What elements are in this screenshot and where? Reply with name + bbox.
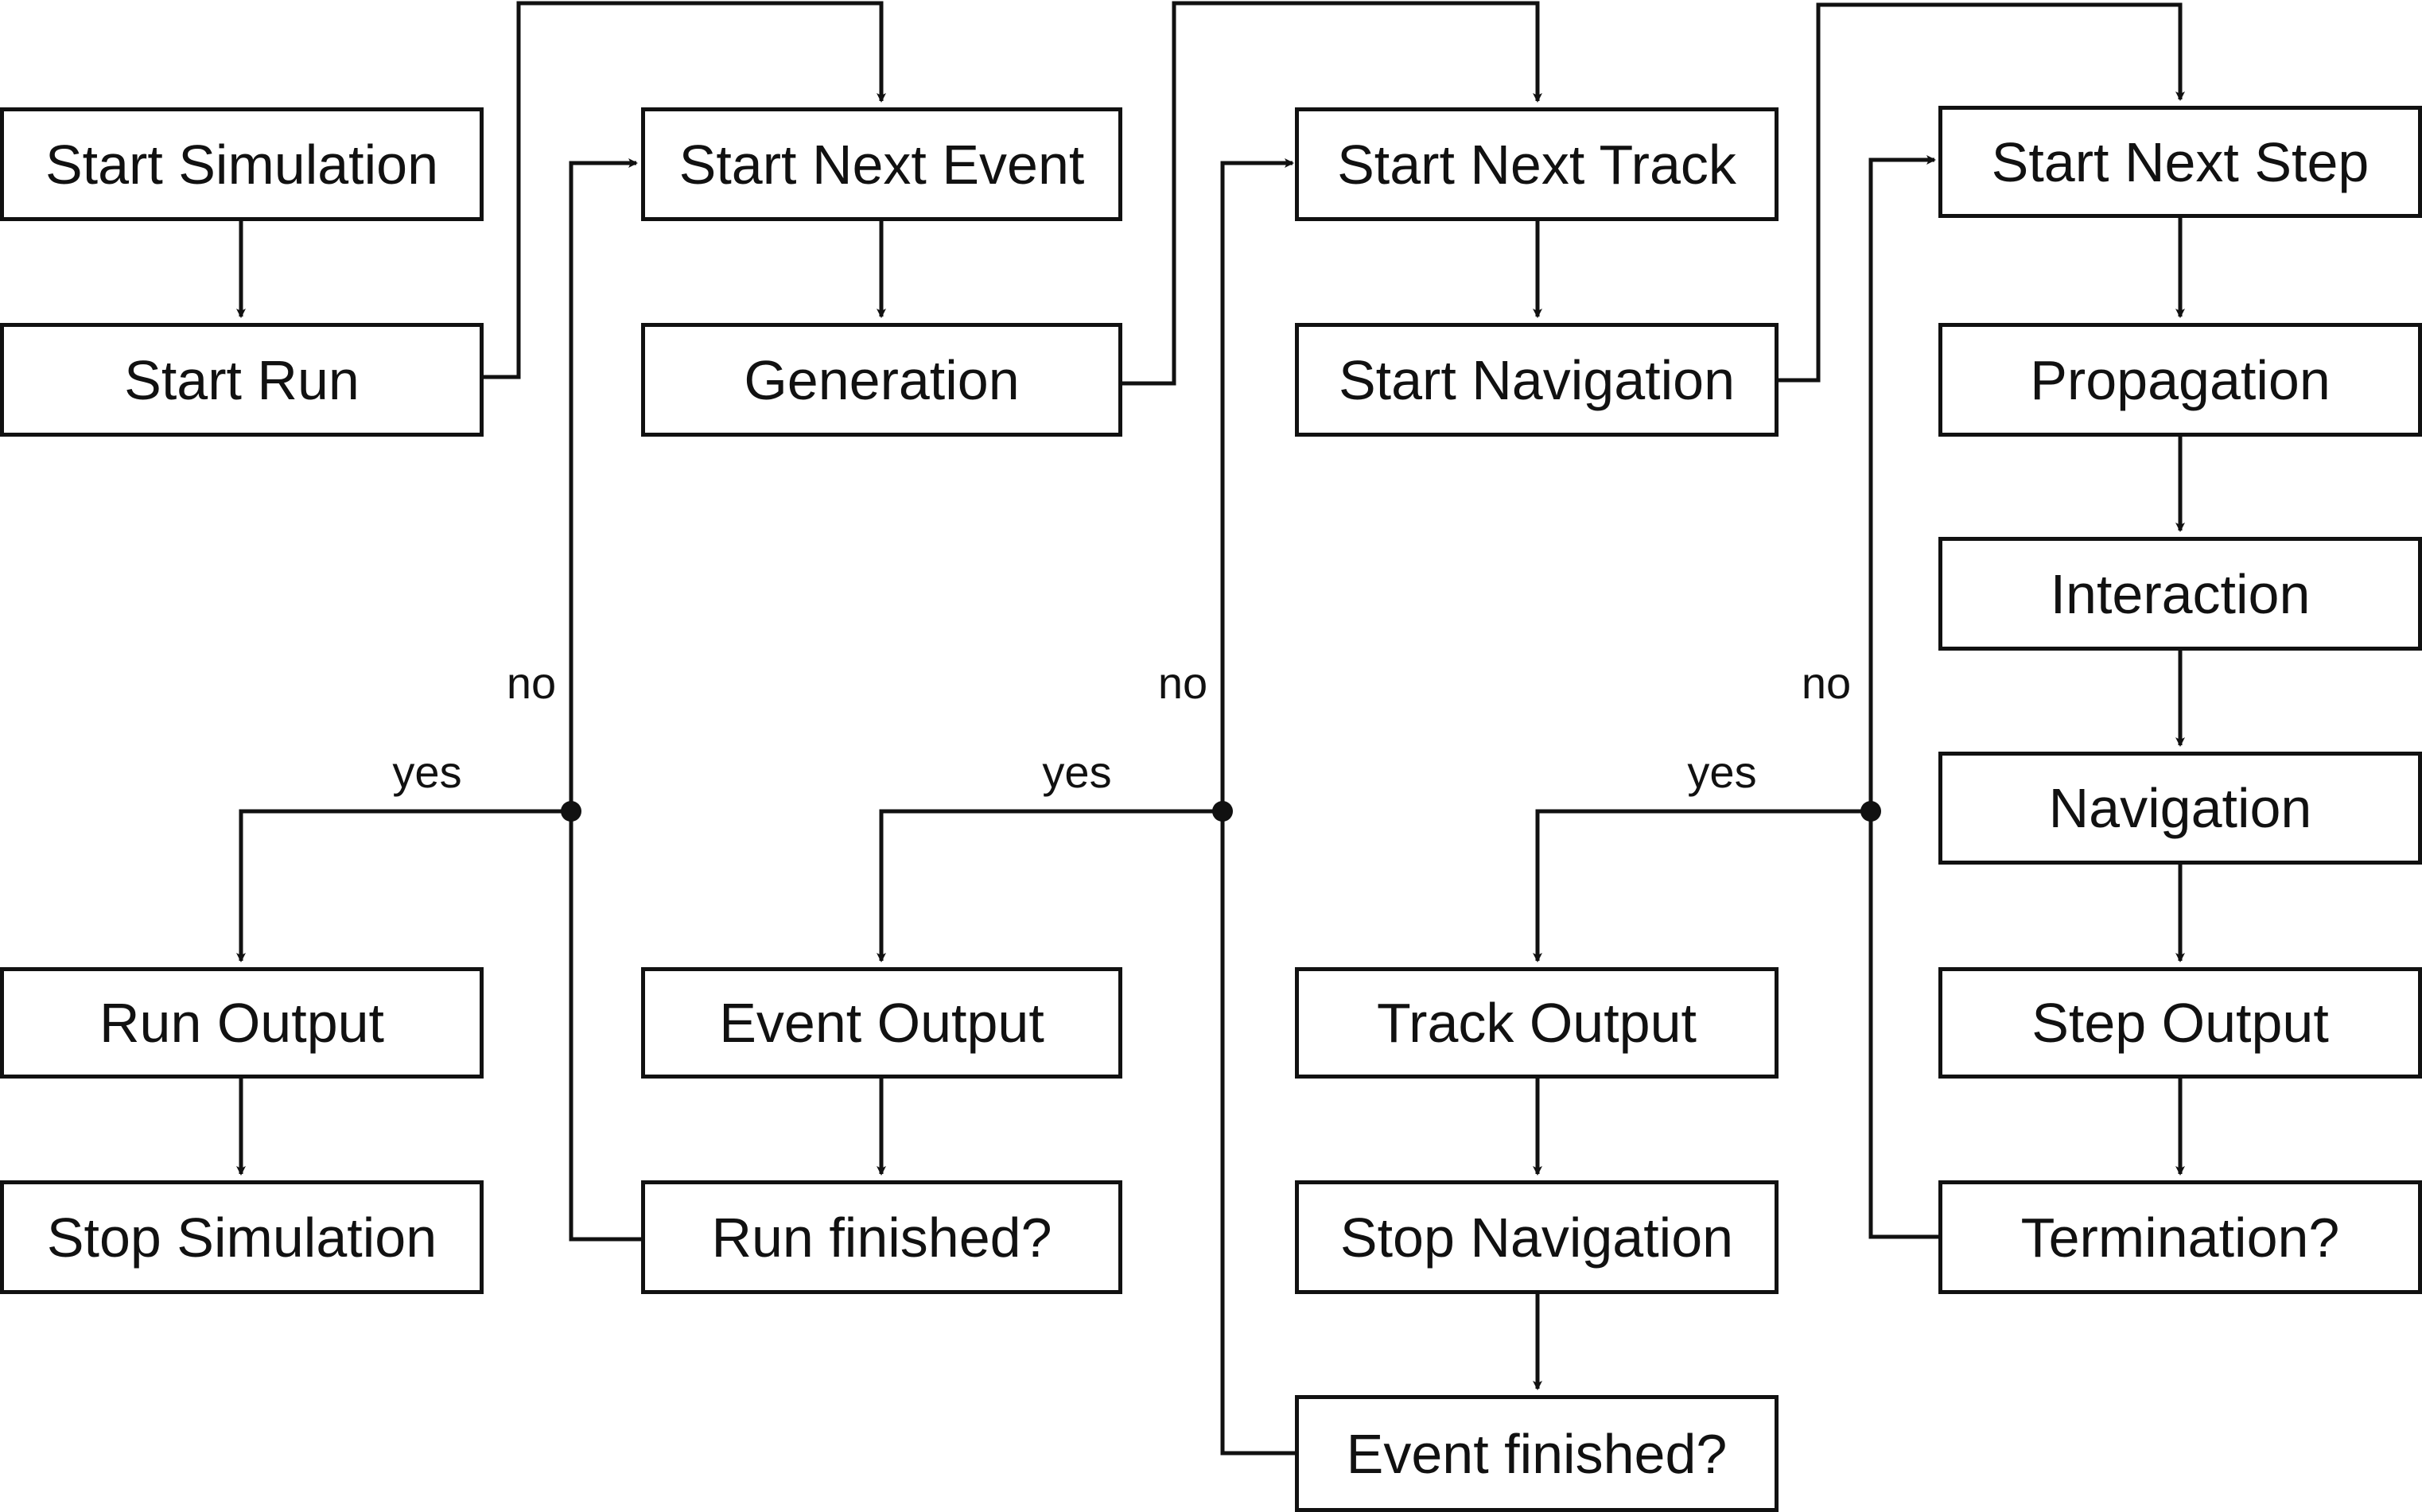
- loop-run-finished: [569, 158, 643, 1242]
- label-no-run: no: [506, 658, 557, 708]
- branch-yes-run-output: [236, 809, 571, 962]
- node-termination: Termination?: [1938, 1180, 2422, 1294]
- node-stop-simulation: Stop Simulation: [0, 1180, 484, 1294]
- node-start-next-event: Start Next Event: [641, 107, 1122, 221]
- arrow-run-to-next-event: [484, 1, 886, 379]
- label-yes-step: yes: [1687, 747, 1757, 797]
- loop-event-finished: [1220, 158, 1297, 1456]
- node-run-output: Run Output: [0, 967, 484, 1079]
- arrow-startnav-to-next-step: [1779, 2, 2185, 383]
- node-start-run: Start Run: [0, 323, 484, 437]
- node-event-output: Event Output: [641, 967, 1122, 1079]
- node-start-next-track: Start Next Track: [1295, 107, 1779, 221]
- label-no-event: no: [1157, 658, 1208, 708]
- junction-dot-event: [1212, 801, 1233, 822]
- node-interaction: Interaction: [1938, 537, 2422, 651]
- branch-yes-track-output: [1533, 809, 1871, 962]
- node-track-output: Track Output: [1295, 967, 1779, 1079]
- node-event-finished: Event finished?: [1295, 1395, 1779, 1512]
- arrow-generation-to-next-track: [1122, 1, 1542, 386]
- node-start-navigation: Start Navigation: [1295, 323, 1779, 437]
- label-yes-run: yes: [392, 747, 462, 797]
- junction-dot-run: [561, 801, 581, 822]
- node-propagation: Propagation: [1938, 323, 2422, 437]
- branch-yes-event-output: [877, 809, 1223, 962]
- node-stop-navigation: Stop Navigation: [1295, 1180, 1779, 1294]
- node-navigation: Navigation: [1938, 752, 2422, 865]
- junction-dot-step: [1860, 801, 1881, 822]
- node-run-finished: Run finished?: [641, 1180, 1122, 1294]
- node-start-next-step: Start Next Step: [1938, 106, 2422, 218]
- node-step-output: Step Output: [1938, 967, 2422, 1079]
- node-generation: Generation: [641, 323, 1122, 437]
- label-no-step: no: [1801, 658, 1852, 708]
- loop-termination: [1868, 155, 1941, 1239]
- node-start-simulation: Start Simulation: [0, 107, 484, 221]
- label-yes-event: yes: [1042, 747, 1112, 797]
